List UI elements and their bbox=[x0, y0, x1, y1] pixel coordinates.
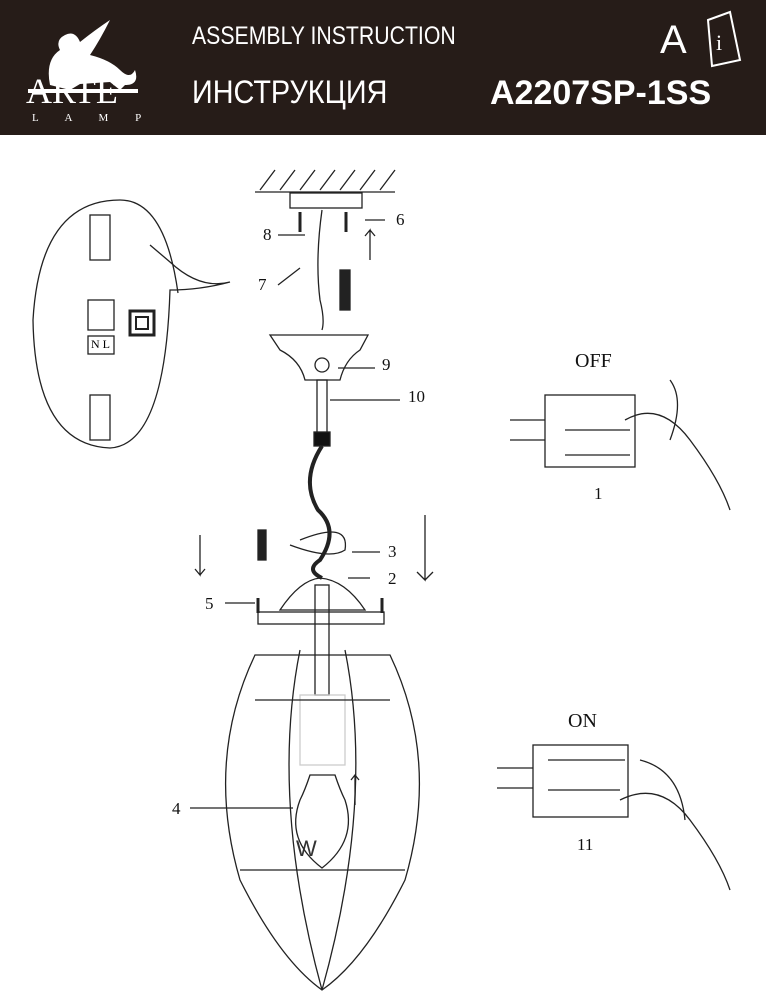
cable-top bbox=[89, 214, 111, 261]
terminal-label: N L bbox=[91, 337, 110, 351]
arrow-up-icon bbox=[364, 228, 376, 260]
terminal-label-box bbox=[87, 335, 115, 355]
lantern-top bbox=[278, 577, 367, 611]
wiring-callout-bubble bbox=[32, 199, 231, 449]
arrow-up-icon bbox=[350, 773, 360, 805]
screwdriver-icon bbox=[257, 529, 267, 561]
screws bbox=[298, 212, 348, 232]
double-insulation-icon bbox=[128, 309, 156, 337]
arrow-down-icon bbox=[194, 535, 206, 577]
switch-on-label: ON bbox=[568, 710, 597, 732]
callout-2: 2 bbox=[388, 569, 397, 588]
chain-link bbox=[313, 431, 331, 447]
chain bbox=[307, 444, 332, 580]
cable-bottom bbox=[89, 394, 111, 441]
svg-text:i: i bbox=[716, 30, 722, 55]
rotation-arrow-icon bbox=[289, 531, 347, 555]
bulb-wattage: W bbox=[296, 836, 317, 861]
callout-3: 3 bbox=[388, 542, 397, 561]
letter-a: A bbox=[660, 18, 687, 62]
screws bbox=[256, 598, 384, 613]
screwdriver-icon bbox=[339, 269, 351, 311]
brand-sub: L A M P bbox=[32, 112, 154, 124]
lantern-frame bbox=[240, 649, 405, 991]
callout-7: 7 bbox=[258, 275, 267, 294]
switch-on bbox=[532, 744, 629, 818]
manual-info-icon: i bbox=[706, 10, 742, 68]
lantern-rod bbox=[314, 584, 330, 696]
brand-name: ARTE bbox=[26, 71, 118, 111]
socket bbox=[299, 694, 346, 766]
arrow-down-icon bbox=[416, 515, 434, 582]
bulb bbox=[295, 774, 350, 869]
switch-off bbox=[544, 394, 636, 468]
lantern-body bbox=[224, 654, 421, 991]
canopy bbox=[268, 334, 370, 381]
callout-1: 1 bbox=[594, 484, 603, 503]
hand-icon bbox=[624, 379, 731, 511]
wire bbox=[317, 209, 324, 331]
mounting-bracket bbox=[289, 192, 363, 209]
callout-9: 9 bbox=[382, 355, 391, 374]
model-number: A2207SP-1SS bbox=[490, 74, 712, 112]
switch-off-label: OFF bbox=[575, 350, 612, 372]
callout-10: 10 bbox=[408, 387, 425, 406]
lantern-ring bbox=[257, 611, 385, 625]
terminal-block bbox=[87, 299, 115, 331]
canopy-nut bbox=[314, 357, 330, 373]
header-banner: ARTE L A M P ASSEMBLY INSTRUCTION ИНСТРУ… bbox=[0, 0, 766, 135]
callout-8: 8 bbox=[263, 225, 272, 244]
rod bbox=[316, 379, 328, 436]
hand-icon bbox=[619, 759, 731, 891]
callout-5: 5 bbox=[205, 594, 214, 613]
callout-6: 6 bbox=[396, 210, 405, 229]
callout-11: 11 bbox=[577, 835, 594, 854]
title-en: ASSEMBLY INSTRUCTION bbox=[192, 22, 456, 50]
callout-4: 4 bbox=[172, 799, 181, 818]
title-ru: ИНСТРУКЦИЯ bbox=[192, 74, 388, 110]
arte-lamp-logo bbox=[28, 20, 138, 93]
ceiling-hatch bbox=[255, 169, 396, 193]
